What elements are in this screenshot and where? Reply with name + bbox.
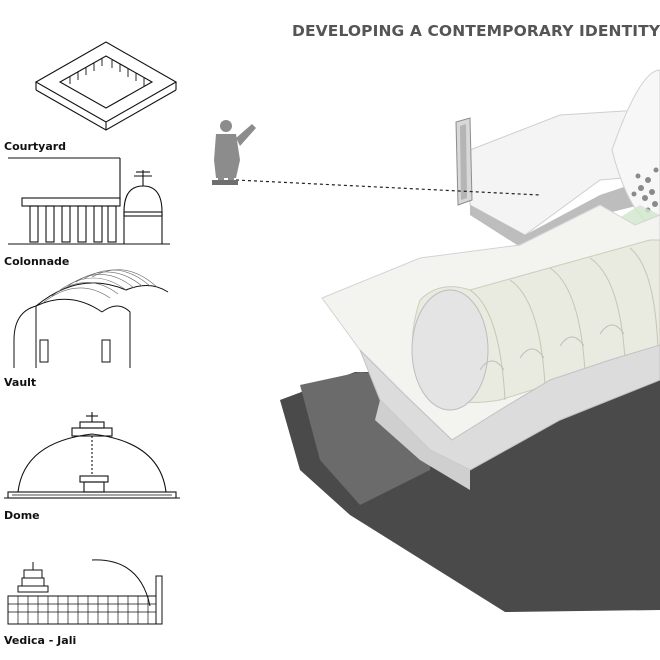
vault-icon bbox=[13, 269, 169, 368]
label-vault: Vault bbox=[4, 376, 37, 389]
colonnade-icon bbox=[8, 157, 170, 245]
sightline bbox=[235, 179, 541, 196]
label-vedica-jali: Vedica - Jali bbox=[4, 634, 77, 647]
courtyard-icon bbox=[34, 41, 178, 131]
label-colonnade: Colonnade bbox=[4, 255, 70, 268]
upper-roof-underside bbox=[470, 175, 660, 250]
dome-roof-form bbox=[611, 69, 660, 231]
colonnade-arches bbox=[479, 324, 625, 371]
label-dome: Dome bbox=[4, 509, 40, 522]
vault-end bbox=[411, 289, 489, 411]
building-axonometric bbox=[280, 69, 660, 612]
tower-face bbox=[460, 124, 467, 200]
dome-icon bbox=[4, 412, 180, 499]
label-courtyard: Courtyard bbox=[4, 140, 67, 153]
upper-roof-slab bbox=[469, 99, 660, 236]
lower-body-front bbox=[375, 400, 470, 490]
vedica-jali-icon bbox=[7, 559, 163, 625]
statue-icon bbox=[212, 120, 256, 185]
vault-ribs bbox=[469, 247, 659, 401]
page-title: DEVELOPING A CONTEMPORARY IDENTITY bbox=[292, 22, 660, 40]
